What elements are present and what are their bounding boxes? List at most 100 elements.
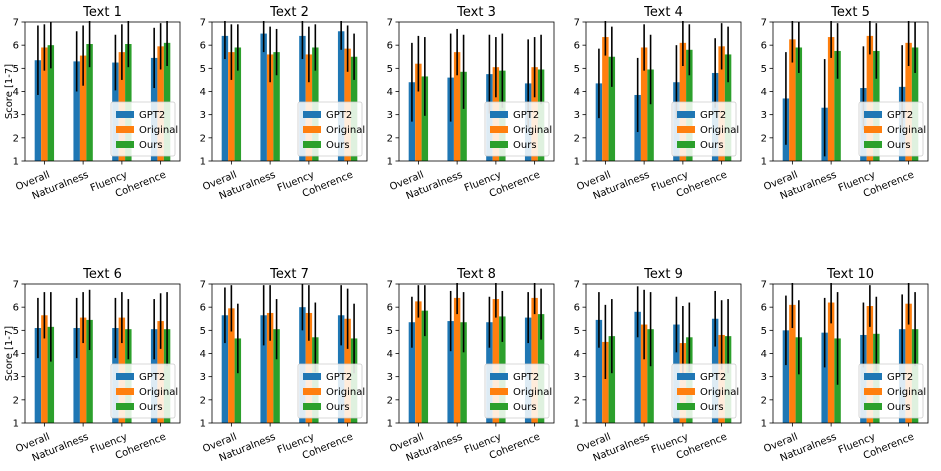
- legend-label: GPT2: [139, 372, 165, 383]
- y-tick-label: 7: [574, 280, 580, 291]
- y-tick-label: 3: [13, 110, 19, 121]
- bar-gpt2: [299, 35, 306, 161]
- y-tick-label: 3: [200, 372, 206, 383]
- plot-frame: [24, 21, 181, 162]
- y-tick-label: 3: [13, 372, 19, 383]
- bar-gpt2: [408, 322, 416, 423]
- legend-swatch: [116, 111, 134, 118]
- legend-label: Ours: [700, 402, 724, 413]
- legend-label: Original: [700, 387, 739, 398]
- legend-label: Original: [139, 125, 178, 136]
- bar-gpt2: [634, 311, 641, 423]
- legend-swatch: [864, 126, 882, 133]
- y-tick-label: 4: [574, 349, 580, 360]
- y-tick-label: 7: [13, 18, 19, 29]
- y-tick-label: 6: [200, 303, 206, 314]
- legend-label: Original: [139, 387, 178, 398]
- legend-swatch: [490, 126, 508, 133]
- y-tick-label: 1: [13, 157, 19, 168]
- y-tick-label: 3: [574, 110, 580, 121]
- bar-original: [228, 52, 235, 161]
- y-tick-label: 4: [387, 349, 393, 360]
- bar-original: [79, 317, 87, 423]
- bar-gpt2: [447, 321, 454, 423]
- bar-ours: [795, 47, 803, 161]
- y-tick-label: 5: [200, 326, 206, 337]
- chart-panel: Text 91234567OverallNaturalnessFluencyCo…: [574, 267, 742, 464]
- legend-label: Original: [326, 387, 365, 398]
- legend-swatch: [864, 373, 882, 380]
- y-tick-label: 5: [761, 64, 767, 75]
- bar-original: [79, 55, 87, 161]
- y-tick-label: 3: [200, 110, 206, 121]
- bar-ours: [47, 326, 55, 423]
- bar-ours: [647, 69, 654, 161]
- y-tick-label: 4: [761, 87, 767, 98]
- plot-frame: [211, 21, 368, 162]
- legend-label: Original: [887, 125, 926, 136]
- y-tick-label: 2: [200, 133, 206, 144]
- bar-ours: [234, 47, 242, 161]
- y-tick-label: 2: [387, 133, 393, 144]
- y-tick-label: 5: [387, 326, 393, 337]
- y-tick-label: 6: [761, 303, 767, 314]
- bar-gpt2: [337, 31, 345, 162]
- y-tick-label: 7: [761, 18, 767, 29]
- y-tick-label: 6: [13, 303, 19, 314]
- legend-label: Original: [887, 387, 926, 398]
- y-tick-label: 7: [200, 18, 206, 29]
- bar-original: [492, 299, 500, 423]
- legend-swatch: [490, 388, 508, 395]
- legend-label: Ours: [887, 402, 911, 413]
- y-tick-label: 5: [574, 326, 580, 337]
- y-tick-label: 6: [387, 303, 393, 314]
- y-tick-label: 1: [200, 157, 206, 168]
- legend-swatch: [864, 388, 882, 395]
- y-tick-label: 5: [200, 64, 206, 75]
- bar-ours: [460, 71, 467, 161]
- y-tick-label: 1: [761, 157, 767, 168]
- bar-gpt2: [260, 315, 267, 423]
- y-tick-label: 5: [387, 64, 393, 75]
- legend-swatch: [303, 388, 321, 395]
- bar-original: [827, 302, 835, 423]
- bar-ours: [273, 329, 280, 423]
- legend-label: Ours: [326, 140, 350, 151]
- y-tick-label: 6: [574, 303, 580, 314]
- legend-swatch: [303, 126, 321, 133]
- y-tick-label: 2: [574, 133, 580, 144]
- bar-original: [41, 315, 48, 423]
- legend-label: GPT2: [887, 372, 913, 383]
- legend-label: GPT2: [326, 372, 352, 383]
- plot-frame: [24, 283, 181, 424]
- chart-title: Text 7: [269, 267, 309, 282]
- legend-swatch: [677, 126, 695, 133]
- chart-title: Text 10: [826, 267, 874, 282]
- legend-swatch: [116, 388, 134, 395]
- bar-gpt2: [595, 319, 603, 423]
- plot-frame: [585, 21, 742, 162]
- y-tick-label: 1: [387, 157, 393, 168]
- y-tick-label: 7: [387, 280, 393, 291]
- y-tick-label: 5: [13, 64, 19, 75]
- bar-gpt2: [34, 60, 42, 161]
- legend-label: Original: [326, 125, 365, 136]
- y-tick-label: 2: [13, 395, 19, 406]
- chart-title: Text 1: [82, 5, 122, 20]
- y-tick-label: 2: [761, 133, 767, 144]
- bar-ours: [234, 338, 242, 423]
- bar-original: [827, 37, 835, 161]
- y-tick-label: 6: [200, 41, 206, 52]
- y-tick-label: 6: [387, 41, 393, 52]
- y-tick-label: 6: [574, 41, 580, 52]
- legend-label: GPT2: [513, 372, 539, 383]
- legend-swatch: [490, 373, 508, 380]
- bar-original: [415, 301, 422, 423]
- y-tick-label: 2: [761, 395, 767, 406]
- bar-ours: [795, 337, 803, 423]
- legend-label: GPT2: [139, 110, 165, 121]
